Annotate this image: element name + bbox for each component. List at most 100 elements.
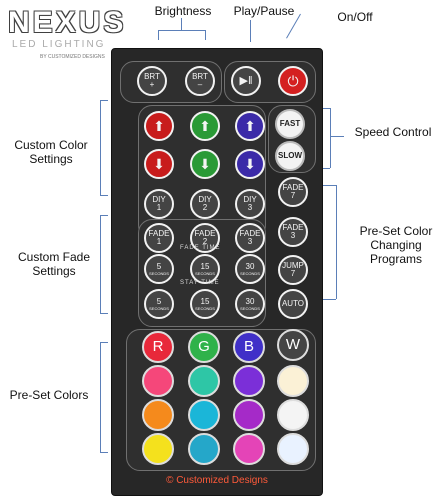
arrow-down-icon: ⬇ bbox=[199, 156, 211, 172]
speed-bracket bbox=[330, 108, 331, 168]
fade2-label: FADE 2 bbox=[194, 229, 216, 246]
play-pause-button[interactable]: ▶‖ bbox=[231, 66, 261, 96]
fade3-custom-label: FADE 3 bbox=[239, 229, 261, 246]
brightness-label: Brightness bbox=[154, 4, 212, 18]
preset-color-r2[interactable] bbox=[142, 365, 174, 397]
fade3-custom-button[interactable]: FADE 3 bbox=[235, 223, 265, 253]
power-button[interactable]: ⏻ bbox=[278, 66, 308, 96]
bracket-line bbox=[100, 342, 108, 343]
brt-minus-label: BRT – bbox=[192, 72, 208, 89]
white-button[interactable]: W bbox=[277, 329, 309, 361]
preset-color-w4[interactable] bbox=[277, 433, 309, 465]
blue-letter: B bbox=[243, 338, 254, 355]
preset-color-w3[interactable] bbox=[277, 399, 309, 431]
play-pause-label: Play/Pause bbox=[233, 4, 295, 18]
logo-word: NEXUS bbox=[8, 6, 127, 39]
brt-plus-label: BRT + bbox=[144, 72, 160, 89]
stay-time-30-unit: SECONDS bbox=[240, 305, 260, 311]
preset-color-g3[interactable] bbox=[188, 399, 220, 431]
fade1-button[interactable]: FADE 1 bbox=[144, 223, 174, 253]
logo-byline: BY CUSTOMIZED DESIGNS bbox=[40, 54, 105, 60]
brightness-up-button[interactable]: BRT + bbox=[137, 66, 167, 96]
diy2-button[interactable]: DIY 2 bbox=[190, 189, 220, 219]
arrow-down-icon: ⬇ bbox=[244, 156, 256, 172]
fade1-label: FADE 1 bbox=[148, 229, 170, 246]
jump7-button[interactable]: JUMP 7 bbox=[278, 255, 308, 285]
bracket-line bbox=[100, 215, 108, 216]
jump7-label: JUMP 7 bbox=[282, 261, 304, 278]
stay-time-15-value: 15 bbox=[200, 296, 210, 306]
play-pause-icon: ▶‖ bbox=[239, 75, 253, 87]
bracket-line bbox=[100, 313, 108, 314]
preset-colors-bracket bbox=[100, 342, 101, 452]
preset-color-g4[interactable] bbox=[188, 433, 220, 465]
bracket-line bbox=[322, 108, 330, 109]
preset-color-w2[interactable] bbox=[277, 365, 309, 397]
blue-up-button[interactable]: ⬆ bbox=[235, 111, 265, 141]
diy1-button[interactable]: DIY 1 bbox=[144, 189, 174, 219]
green-down-button[interactable]: ⬇ bbox=[190, 149, 220, 179]
slow-button[interactable]: SLOW bbox=[275, 141, 305, 171]
fade3-label: FADE 3 bbox=[282, 223, 304, 240]
diy3-button[interactable]: DIY 3 bbox=[235, 189, 265, 219]
arrow-up-icon: ⬆ bbox=[153, 118, 165, 134]
bracket-line bbox=[322, 299, 336, 300]
fade7-button[interactable]: FADE 7 bbox=[278, 177, 308, 207]
preset-color-g2[interactable] bbox=[188, 365, 220, 397]
red-up-button[interactable]: ⬆ bbox=[144, 111, 174, 141]
red-letter: R bbox=[152, 338, 164, 355]
diy3-label: DIY 3 bbox=[243, 195, 257, 212]
nexus-logo: NEXUS LED LIGHTING BY CUSTOMIZED DESIGNS bbox=[6, 6, 134, 62]
diy1-label: DIY 1 bbox=[152, 195, 166, 212]
fade3-button[interactable]: FADE 3 bbox=[278, 217, 308, 247]
green-button[interactable]: G bbox=[188, 331, 220, 363]
blue-down-button[interactable]: ⬇ bbox=[235, 149, 265, 179]
preset-color-r4[interactable] bbox=[142, 433, 174, 465]
preset-color-b2[interactable] bbox=[233, 365, 265, 397]
brightness-down-button[interactable]: BRT – bbox=[185, 66, 215, 96]
white-letter: W bbox=[285, 336, 301, 353]
custom-color-label: Custom Color Settings bbox=[14, 138, 88, 166]
red-down-button[interactable]: ⬇ bbox=[144, 149, 174, 179]
custom-color-bracket bbox=[100, 100, 101, 196]
bracket-line bbox=[100, 195, 108, 196]
stay-time-5-value: 5 bbox=[156, 296, 162, 306]
fade-time-15-value: 15 bbox=[200, 261, 210, 271]
blue-button[interactable]: B bbox=[233, 331, 265, 363]
arrow-up-icon: ⬆ bbox=[199, 118, 211, 134]
auto-label: AUTO bbox=[281, 299, 305, 308]
bracket-line bbox=[322, 168, 330, 169]
preset-color-b3[interactable] bbox=[233, 399, 265, 431]
stay-time-15-unit: SECONDS bbox=[195, 305, 215, 311]
bracket-line bbox=[322, 185, 336, 186]
stay-time-30-value: 30 bbox=[245, 296, 255, 306]
custom-fade-bracket bbox=[100, 215, 101, 313]
green-letter: G bbox=[198, 338, 210, 355]
power-icon: ⏻ bbox=[287, 73, 299, 89]
arrow-down-icon: ⬇ bbox=[153, 156, 165, 172]
green-up-button[interactable]: ⬆ bbox=[190, 111, 220, 141]
preset-programs-bracket bbox=[336, 185, 337, 299]
stay-time-5-unit: SECONDS bbox=[149, 305, 169, 311]
preset-color-r3[interactable] bbox=[142, 399, 174, 431]
fade2-button[interactable]: FADE 2 bbox=[190, 223, 220, 253]
bracket-line bbox=[100, 100, 108, 101]
arrow-up-icon: ⬆ bbox=[244, 118, 256, 134]
diy2-label: DIY 2 bbox=[198, 195, 212, 212]
brightness-bracket bbox=[158, 30, 206, 31]
red-button[interactable]: R bbox=[142, 331, 174, 363]
preset-color-b4[interactable] bbox=[233, 433, 265, 465]
speed-control-label: Speed Control bbox=[354, 125, 432, 139]
bracket-line bbox=[100, 452, 108, 453]
auto-button[interactable]: AUTO bbox=[278, 289, 308, 319]
fade-time-30-value: 30 bbox=[245, 261, 255, 271]
bracket-line bbox=[158, 30, 159, 40]
custom-fade-label: Custom Fade Settings bbox=[17, 250, 91, 278]
fast-button[interactable]: FAST bbox=[275, 109, 305, 139]
